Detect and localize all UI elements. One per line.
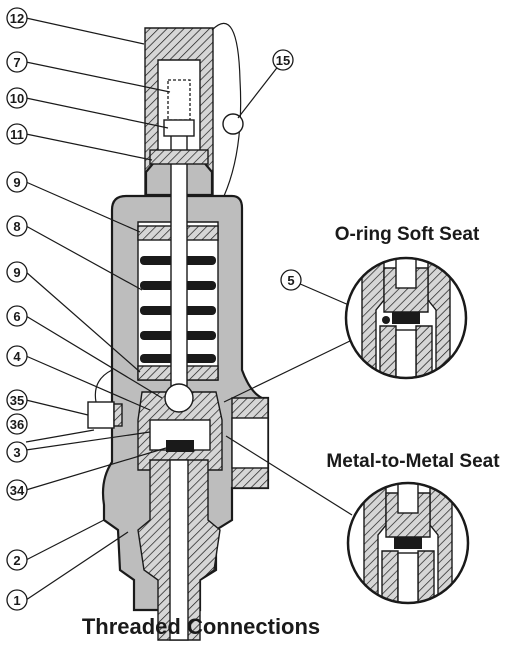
callout-3: 3: [6, 441, 28, 463]
callout-15: 15: [272, 49, 294, 71]
callout-4: 4: [6, 345, 28, 367]
metal-seat-heading: Metal-to-Metal Seat: [326, 451, 500, 472]
callout-5: 5: [280, 269, 302, 291]
callout-8: 8: [6, 215, 28, 237]
callout-2: 2: [6, 549, 28, 571]
svg-text:35: 35: [10, 393, 24, 408]
seal-wire: [211, 22, 242, 197]
drain-plug: [87, 401, 115, 429]
svg-text:8: 8: [13, 219, 20, 234]
oring-seat-detail: [344, 256, 468, 380]
metal-seat-detail: [346, 481, 470, 605]
callout-11: 11: [6, 123, 28, 145]
callout-7: 7: [6, 51, 28, 73]
svg-text:5: 5: [287, 273, 294, 288]
seat-insert: [166, 440, 194, 452]
svg-text:36: 36: [10, 417, 24, 432]
callout-1: 1: [6, 589, 28, 611]
svg-text:10: 10: [10, 91, 24, 106]
lead-seal: [222, 113, 244, 135]
diagram-caption: Threaded Connections: [82, 614, 320, 639]
svg-text:11: 11: [10, 127, 24, 142]
svg-text:15: 15: [276, 53, 290, 68]
callout-9-lower: 9: [6, 261, 28, 283]
svg-text:7: 7: [13, 55, 20, 70]
packing: [149, 149, 209, 165]
svg-text:3: 3: [13, 445, 20, 460]
valve-stem: [170, 129, 188, 401]
svg-text:9: 9: [13, 175, 20, 190]
drain-gasket: [113, 403, 123, 427]
svg-text:4: 4: [13, 349, 21, 364]
callout-9-upper: 9: [6, 171, 28, 193]
callout-35: 35: [6, 389, 28, 411]
callout-36: 36: [6, 413, 28, 435]
nozzle-bore: [169, 459, 189, 641]
drain-wire: [94, 369, 113, 403]
svg-text:9: 9: [13, 265, 20, 280]
svg-text:12: 12: [10, 11, 24, 26]
svg-text:6: 6: [13, 309, 20, 324]
oring-seat-heading: O-ring Soft Seat: [335, 224, 480, 245]
callout-leaders: [25, 17, 389, 601]
lock-nut: [163, 119, 195, 137]
callout-10: 10: [6, 87, 28, 109]
stem-ball: [164, 383, 194, 413]
callout-bubbles: 12 7 10 11 9 8 9 6 4 35 36 3 34 2 1 15 5: [6, 7, 302, 611]
callout-34: 34: [6, 479, 28, 501]
svg-text:34: 34: [10, 483, 25, 498]
valve-cross-section: [87, 22, 270, 641]
callout-6: 6: [6, 305, 28, 327]
adjusting-screw: [167, 79, 191, 121]
svg-text:2: 2: [13, 553, 20, 568]
svg-text:1: 1: [13, 593, 20, 608]
callout-12: 12: [6, 7, 28, 29]
